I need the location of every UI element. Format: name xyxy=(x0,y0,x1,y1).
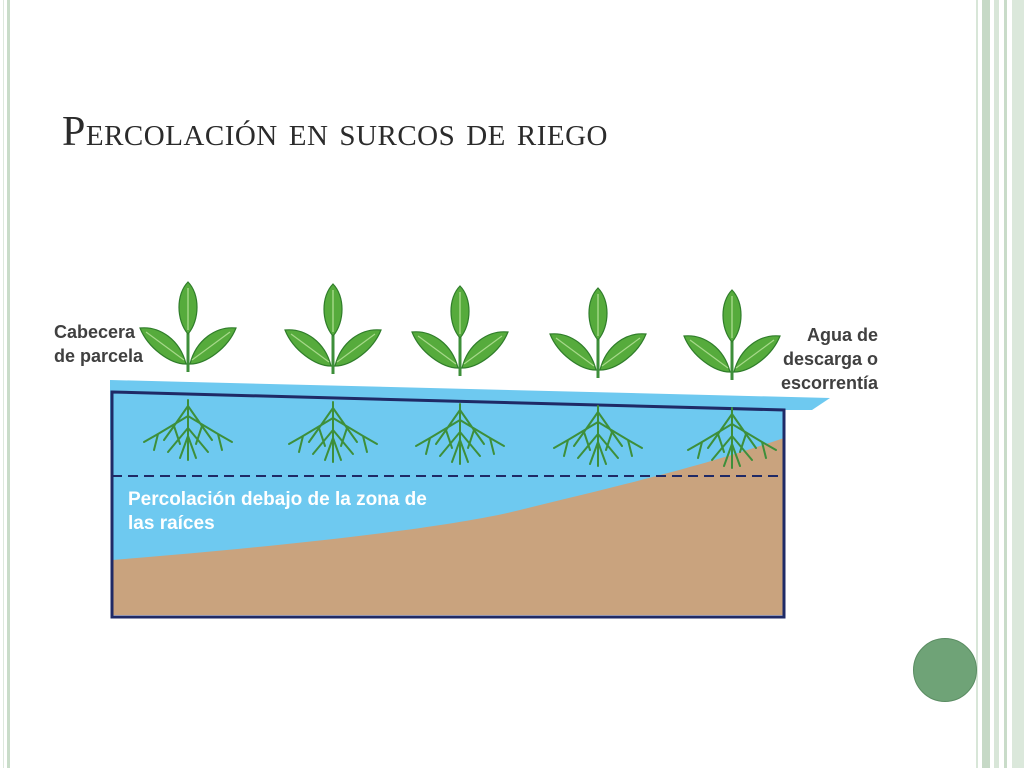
frame-line-right-1 xyxy=(976,0,978,768)
frame-line-left xyxy=(7,0,10,768)
percolation-label: Percolación debajo de la zona de las raí… xyxy=(128,488,488,536)
runoff-label-line-1: Agua de xyxy=(806,325,878,345)
runoff-label-line-2: descarga o xyxy=(782,349,878,369)
frame-line-right-2 xyxy=(982,0,990,768)
head-label-line-1: Cabecera xyxy=(54,322,136,342)
furrow-outline xyxy=(110,390,786,619)
percolation-label-line-2: las raíces xyxy=(128,513,215,534)
head-label-line-2: de parcela xyxy=(54,346,144,366)
percolation-label-line-1: Percolación debajo de la zona de xyxy=(128,489,427,510)
runoff-label: Agua de descarga o escorrentía xyxy=(758,323,878,395)
frame-line-left-thin xyxy=(3,0,4,768)
soil-layer xyxy=(112,438,784,615)
frame-line-right-5 xyxy=(1012,0,1024,768)
slide-title: Percolación en surcos de riego xyxy=(62,109,608,155)
runoff-label-line-3: escorrentía xyxy=(780,373,878,393)
frame-line-right-3 xyxy=(994,0,999,768)
head-of-field-label: Cabecera de parcela xyxy=(54,320,194,368)
frame-line-right-4 xyxy=(1004,0,1007,768)
circle-icon xyxy=(913,638,977,702)
